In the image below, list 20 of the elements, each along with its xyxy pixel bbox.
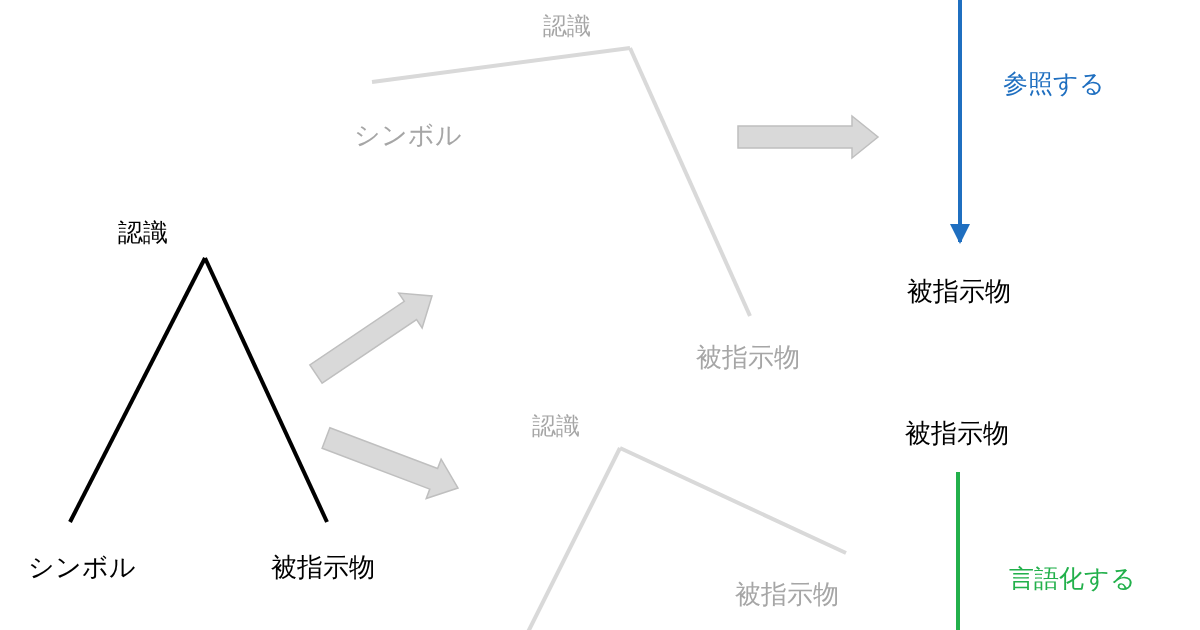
connector-line bbox=[956, 472, 960, 630]
node-label: 被指示物 bbox=[734, 581, 839, 607]
node-label: 被指示物 bbox=[271, 554, 375, 580]
connector-line bbox=[628, 47, 752, 317]
connector-line bbox=[371, 46, 631, 84]
connector-line bbox=[68, 257, 207, 523]
node-label: シンボル bbox=[27, 554, 136, 580]
node-label: 被指示物 bbox=[905, 420, 1009, 446]
arrow bbox=[950, 0, 970, 244]
node-label: 被指示物 bbox=[907, 278, 1011, 304]
node-label: 被指示物 bbox=[696, 344, 800, 370]
node-label: 認識 bbox=[532, 414, 580, 438]
connector-line bbox=[619, 446, 847, 555]
node-label: シンボル bbox=[354, 122, 462, 148]
edge-label: 言語化する bbox=[1008, 562, 1136, 595]
connector-line bbox=[526, 447, 622, 630]
edge-label: 参照する bbox=[1003, 67, 1105, 100]
node-label: 認識 bbox=[543, 14, 591, 38]
node-label: 認識 bbox=[118, 220, 168, 245]
connector-line bbox=[203, 257, 329, 523]
